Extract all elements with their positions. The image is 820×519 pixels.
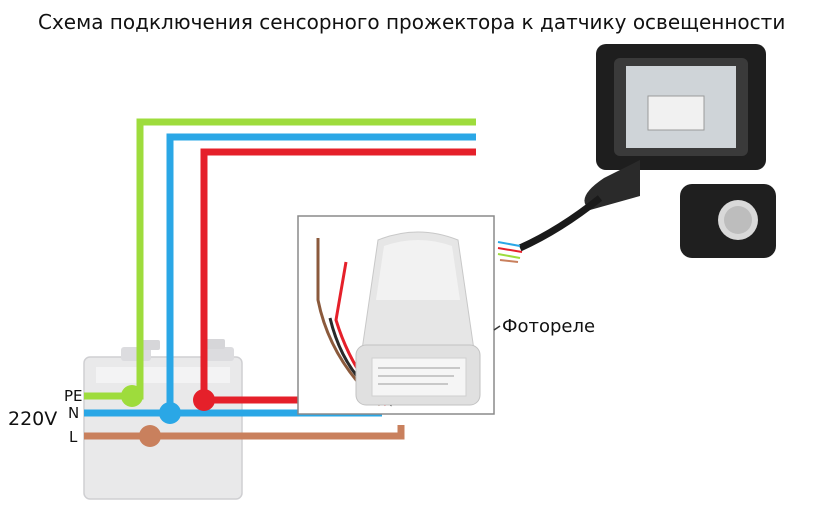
pe-label: PE <box>64 387 83 405</box>
l-wire <box>84 425 405 440</box>
n-node <box>159 402 181 424</box>
lamp-leads <box>497 241 523 263</box>
motion-sensor <box>680 184 776 258</box>
pe-node <box>121 385 143 407</box>
load-wire <box>200 148 476 400</box>
l-label: L <box>69 428 78 446</box>
photorelay-pointer <box>493 325 501 331</box>
cable-gland <box>204 347 234 361</box>
photorelay-device <box>355 231 481 406</box>
pe-wire <box>84 118 476 400</box>
photorelay-label: Фотореле <box>502 316 596 337</box>
n-label: N <box>68 404 80 422</box>
floodlight <box>518 44 766 252</box>
voltage-label: 220V <box>8 408 58 430</box>
diagram-title: Схема подключения сенсорного прожектора … <box>38 10 786 34</box>
n-wire-to-lamp <box>166 133 476 413</box>
l-node <box>139 425 161 447</box>
load-node <box>193 389 215 411</box>
